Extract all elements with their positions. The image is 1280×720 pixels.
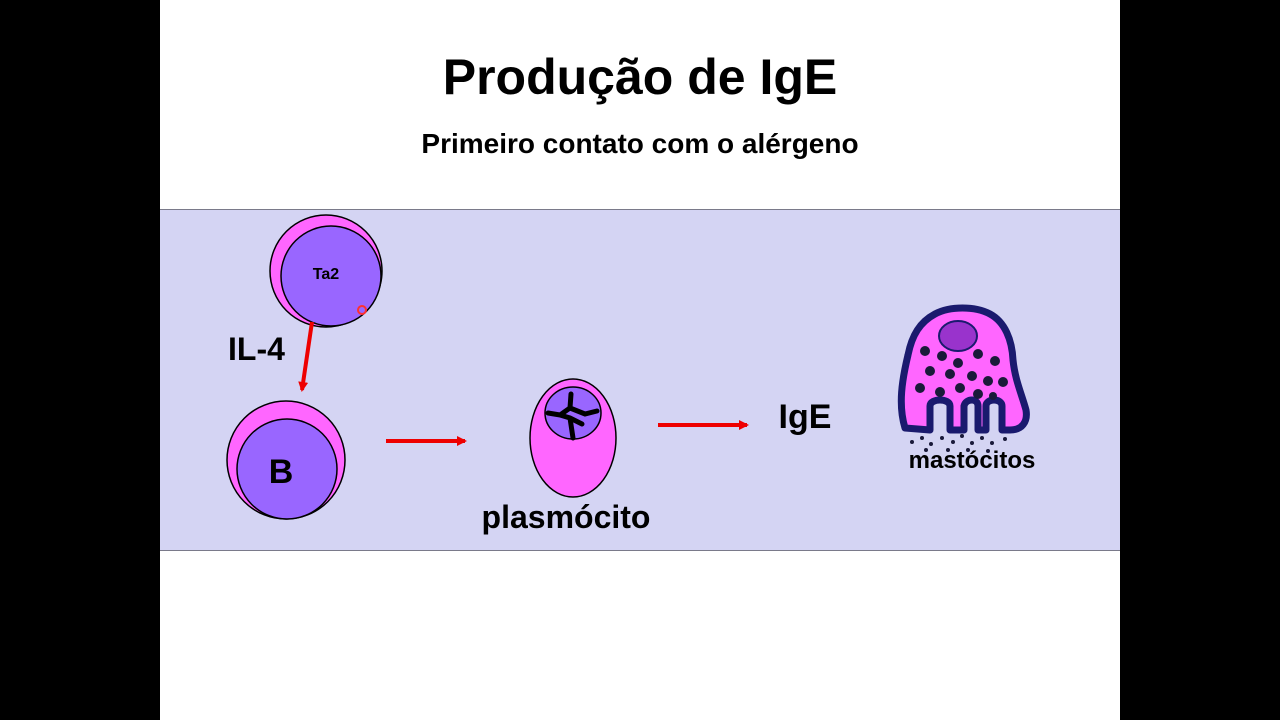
diagram-svg: Ta2 IL-4 B plasmócito — [226, 214, 1036, 535]
th2-cell-label: Ta2 — [313, 266, 339, 283]
b-cell-label: B — [269, 453, 294, 491]
slide: Produção de IgE Primeiro contato com o a… — [160, 0, 1120, 720]
ige-label: IgE — [779, 398, 832, 436]
b-cell: B — [226, 400, 346, 520]
mast-cell — [897, 304, 1030, 453]
plasma-cell-label: plasmócito — [482, 499, 651, 535]
il4-arrow — [298, 321, 314, 392]
il4-label: IL-4 — [228, 331, 285, 367]
th2-cell: Ta2 — [269, 214, 383, 328]
diagram-panel: Ta2 IL-4 B plasmócito — [160, 209, 1120, 551]
plasma-cell — [529, 378, 617, 498]
mast-cell-label: mastócitos — [909, 447, 1036, 474]
cursor-dot — [357, 305, 367, 315]
slide-title: Produção de IgE — [442, 49, 838, 105]
slide-subtitle: Primeiro contato com o alérgeno — [421, 128, 859, 159]
